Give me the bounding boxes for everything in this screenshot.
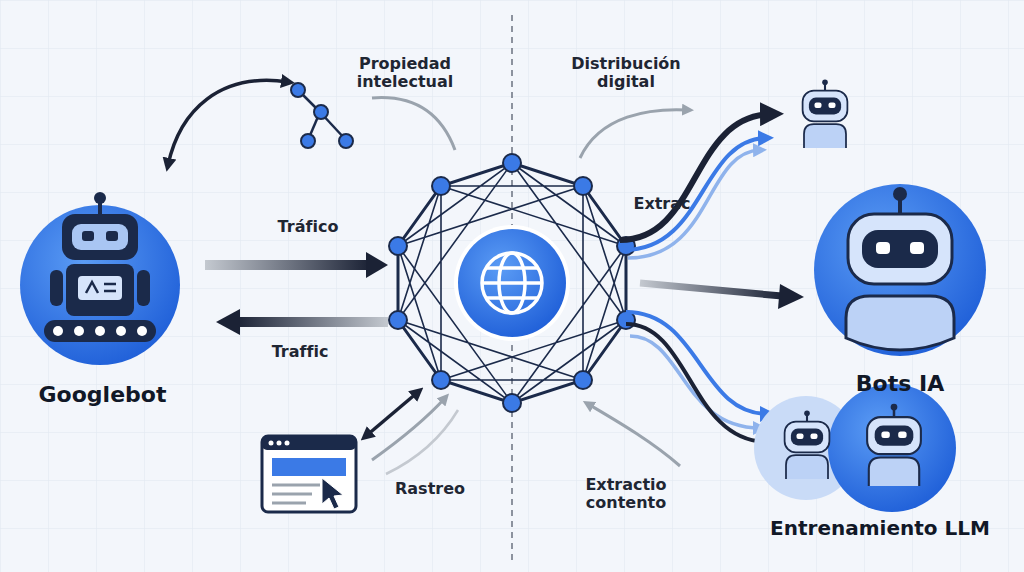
robot-node: Entrenamiento LLM — [745, 390, 1015, 540]
node-label: Googlebot — [39, 382, 167, 407]
arrow-label: Distribución digital — [556, 55, 696, 92]
arrow-label: Rastreo — [375, 480, 485, 498]
node-label: Bots IA — [856, 371, 944, 396]
arrow-label: Tráfico — [253, 218, 363, 236]
robot-node: Bots IA — [800, 180, 1000, 396]
robot-node: Googlebot — [15, 195, 190, 407]
arrow-label: Extractio contento — [571, 476, 681, 513]
arrow-label: Extrac — [617, 195, 707, 213]
arrow-label: Traffic — [245, 343, 355, 361]
arrow-label: Propiedad intelectual — [335, 55, 475, 92]
node-label: Entrenamiento LLM — [770, 516, 990, 540]
